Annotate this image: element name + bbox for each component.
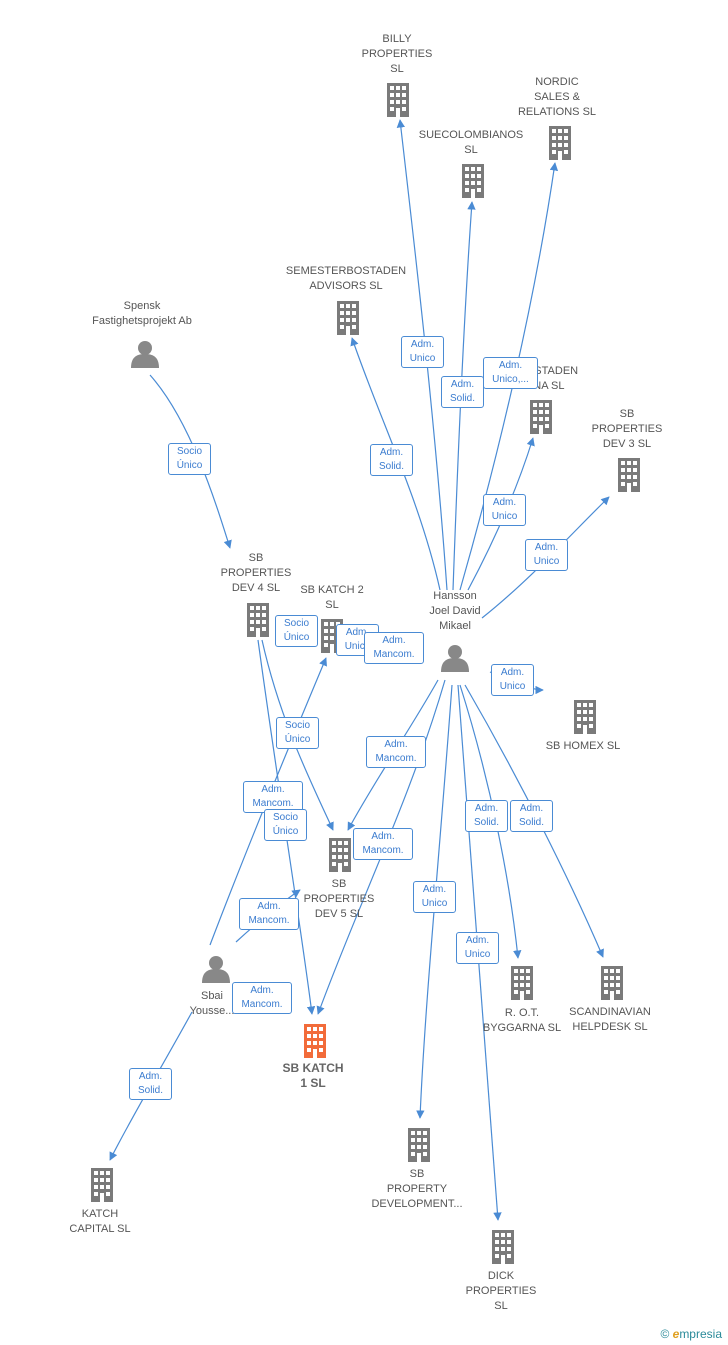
relation-label: Socio Único <box>276 717 319 749</box>
relation-label: Adm. Unico <box>483 494 526 526</box>
building-icon-sb-dev4 <box>247 603 269 637</box>
building-icon-semesterbostaden-advisors <box>337 301 359 335</box>
building-icon-sb-homex <box>574 700 596 734</box>
edge-hansson-sb-property-dev <box>416 684 453 1119</box>
relation-label: Socio Único <box>264 809 307 841</box>
brand-logo: © empresia <box>660 1327 722 1341</box>
building-icon-billy <box>387 83 409 117</box>
relation-label: Adm. Mancom. <box>239 898 299 930</box>
node-label-sb-dev4[interactable]: SB PROPERTIES DEV 4 SL <box>220 552 292 594</box>
relation-label: Adm. Unico <box>413 881 456 913</box>
node-label-sb-property-dev[interactable]: SB PROPERTY DEVELOPMENT... <box>371 1168 463 1210</box>
relation-label: Adm. Mancom. <box>232 982 292 1014</box>
building-icon-nordic <box>549 126 571 160</box>
brand-initial: e <box>672 1327 680 1341</box>
building-icon-sb-dev5 <box>329 838 351 872</box>
edge-sbdev4-sbkatch1 <box>257 639 316 1015</box>
relation-label: Adm. Unico <box>525 539 568 571</box>
building-icon-rot <box>511 966 533 1000</box>
node-label-spensk[interactable]: Spensk Fastighetsprojekt Ab <box>92 300 192 327</box>
building-icon-katch-capital <box>91 1168 113 1202</box>
relation-label: Adm. Mancom. <box>364 632 424 664</box>
person-icon-spensk <box>131 341 159 368</box>
relation-label: Adm. Unico <box>491 664 534 696</box>
building-icon-dick <box>492 1230 514 1264</box>
building-icon-sb-property-dev <box>408 1128 430 1162</box>
node-label-sb-katch1-focus[interactable]: SB KATCH 1 SL <box>282 1061 344 1090</box>
node-label-katch-capital[interactable]: KATCH CAPITAL SL <box>69 1208 131 1235</box>
node-label-dick[interactable]: DICK PROPERTIES SL <box>465 1270 537 1312</box>
person-icon-sbai <box>202 956 230 983</box>
building-icon-sb-katch1-focus <box>304 1024 326 1058</box>
node-label-nordic[interactable]: NORDIC SALES & RELATIONS SL <box>517 76 597 118</box>
building-icon-semesterbostaden-2 <box>530 400 552 434</box>
relation-label: Adm. Solid. <box>465 800 508 832</box>
person-icon-hansson <box>441 645 469 672</box>
building-icon-suecolombianos <box>462 164 484 198</box>
node-label-sb-dev3[interactable]: SB PROPERTIES DEV 3 SL <box>591 408 663 450</box>
node-label-rot[interactable]: R. O.T. BYGGARNA SL <box>482 1007 562 1034</box>
brand-name: mpresia <box>679 1327 722 1341</box>
relation-label: Adm. Unico <box>456 932 499 964</box>
relation-label: Adm. Unico,... <box>483 357 538 389</box>
building-icon-sb-dev3 <box>618 458 640 492</box>
node-label-sb-homex[interactable]: SB HOMEX SL <box>545 740 621 752</box>
node-label-semesterbostaden-advisors[interactable]: SEMESTERBOSTADEN ADVISORS SL <box>285 265 407 292</box>
relation-label: Socio Único <box>275 615 318 647</box>
relation-label: Adm. Mancom. <box>243 781 303 813</box>
node-label-suecolombianos[interactable]: SUECOLOMBIANOS SL <box>418 129 524 156</box>
node-label-scandinavian[interactable]: SCANDINAVIAN HELPDESK SL <box>569 1006 651 1033</box>
relation-label: Adm. Unico <box>401 336 444 368</box>
node-label-billy[interactable]: BILLY PROPERTIES SL <box>361 33 433 75</box>
node-label-sb-dev5[interactable]: SB PROPERTIES DEV 5 SL <box>303 878 375 920</box>
copyright-symbol: © <box>660 1327 670 1341</box>
relation-label: Adm. Mancom. <box>353 828 413 860</box>
relation-label: Adm. Mancom. <box>366 736 426 768</box>
node-label-sb-katch2[interactable]: SB KATCH 2 SL <box>300 584 364 611</box>
relation-label: Socio Único <box>168 443 211 475</box>
relation-label: Adm. Solid. <box>510 800 553 832</box>
relation-label: Adm. Solid. <box>129 1068 172 1100</box>
relation-label: Adm. Solid. <box>370 444 413 476</box>
relation-label: Adm. Solid. <box>441 376 484 408</box>
building-icon-scandinavian <box>601 966 623 1000</box>
node-label-hansson[interactable]: Hansson Joel David Mikael <box>429 590 481 632</box>
node-label-sbai[interactable]: Sbai Yousse... <box>189 990 235 1017</box>
